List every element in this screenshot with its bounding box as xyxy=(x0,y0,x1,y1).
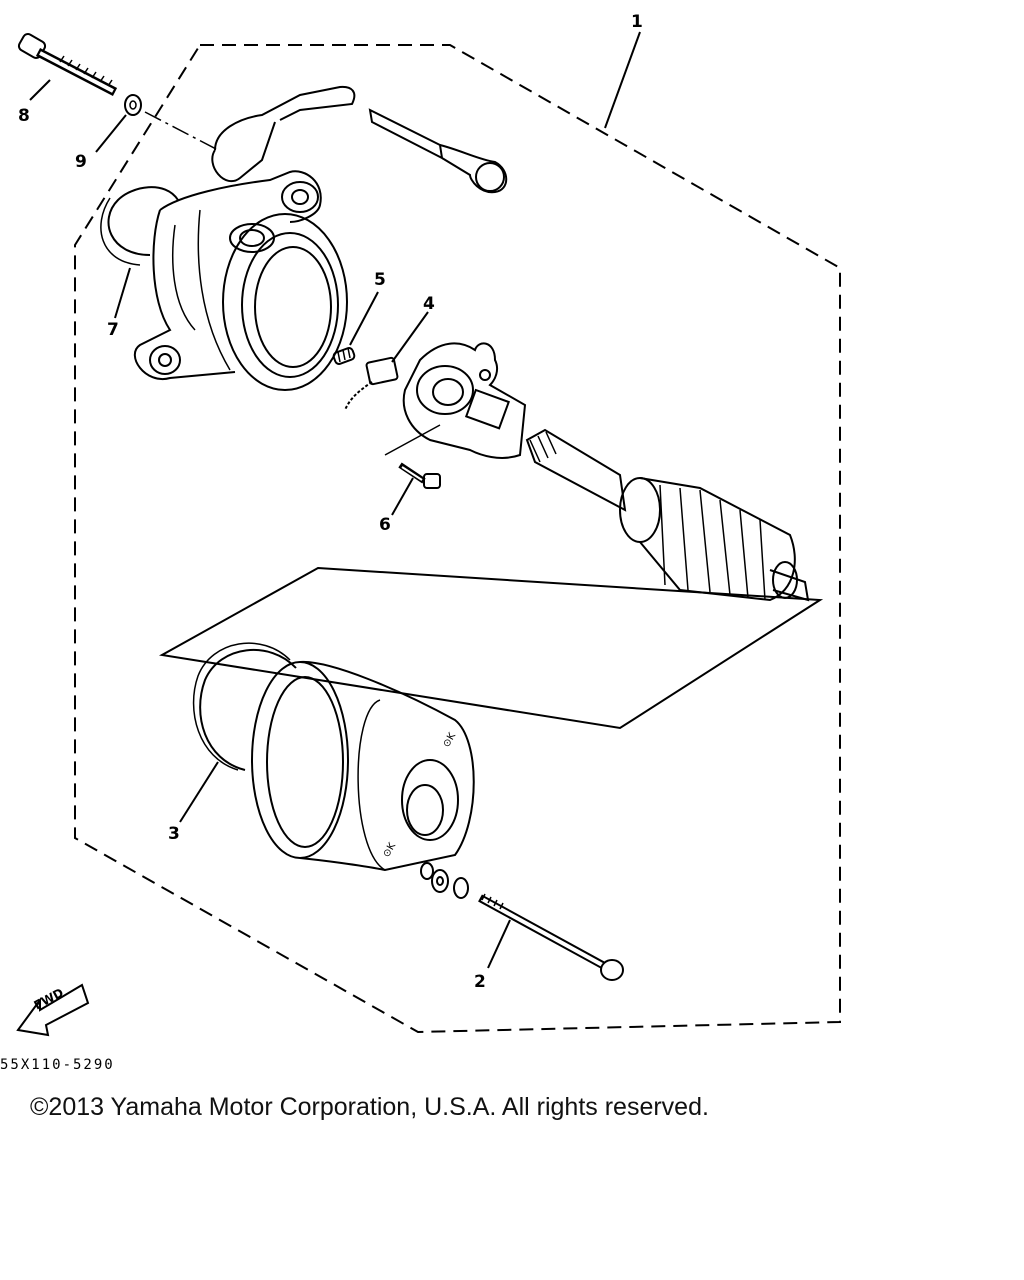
fwd-arrow-icon xyxy=(16,983,90,1037)
leader-8 xyxy=(29,79,51,101)
yoke: ⊙K ⊙K xyxy=(251,660,475,872)
leader-1 xyxy=(604,31,641,129)
axis-line-top xyxy=(144,111,219,151)
callout-7: 7 xyxy=(107,320,119,340)
leader-7 xyxy=(114,267,131,319)
svg-text:⊙K: ⊙K xyxy=(381,841,398,860)
leader-6 xyxy=(391,477,414,516)
brush-4 xyxy=(344,356,399,411)
leader-3 xyxy=(179,761,219,823)
lead-wire xyxy=(211,85,508,194)
callout-3: 3 xyxy=(168,824,180,844)
assembly-boundary xyxy=(74,44,841,1034)
axis-line-plate xyxy=(384,424,441,456)
drawing-code: 55X110-5290 xyxy=(0,1057,115,1073)
front-cover xyxy=(133,170,348,391)
spring-5 xyxy=(332,347,356,365)
leader-2 xyxy=(487,919,511,969)
brush-holder-plate xyxy=(402,342,527,459)
o-ring-7 xyxy=(107,186,179,256)
leader-9 xyxy=(95,114,127,153)
washer-set xyxy=(420,862,469,899)
callout-9: 9 xyxy=(75,152,87,172)
callout-4: 4 xyxy=(423,294,435,314)
washer-9 xyxy=(124,94,142,116)
callout-5: 5 xyxy=(374,270,386,290)
callout-8: 8 xyxy=(18,106,30,126)
armature xyxy=(525,428,810,602)
leader-5 xyxy=(349,291,379,346)
callout-1: 1 xyxy=(631,12,643,32)
screw-6 xyxy=(398,462,441,489)
bolt-8 xyxy=(17,33,118,96)
callout-6: 6 xyxy=(379,515,391,535)
copyright-notice: ©2013 Yamaha Motor Corporation, U.S.A. A… xyxy=(30,1093,709,1121)
alignment-plane xyxy=(158,566,824,730)
starting-motor-exploded-diagram: ⊙K ⊙K xyxy=(16,31,841,1037)
svg-text:⊙K: ⊙K xyxy=(441,731,458,750)
callout-2: 2 xyxy=(474,972,486,992)
through-bolt-2 xyxy=(478,893,624,981)
leader-4 xyxy=(391,311,429,363)
o-ring-3 xyxy=(199,648,297,771)
